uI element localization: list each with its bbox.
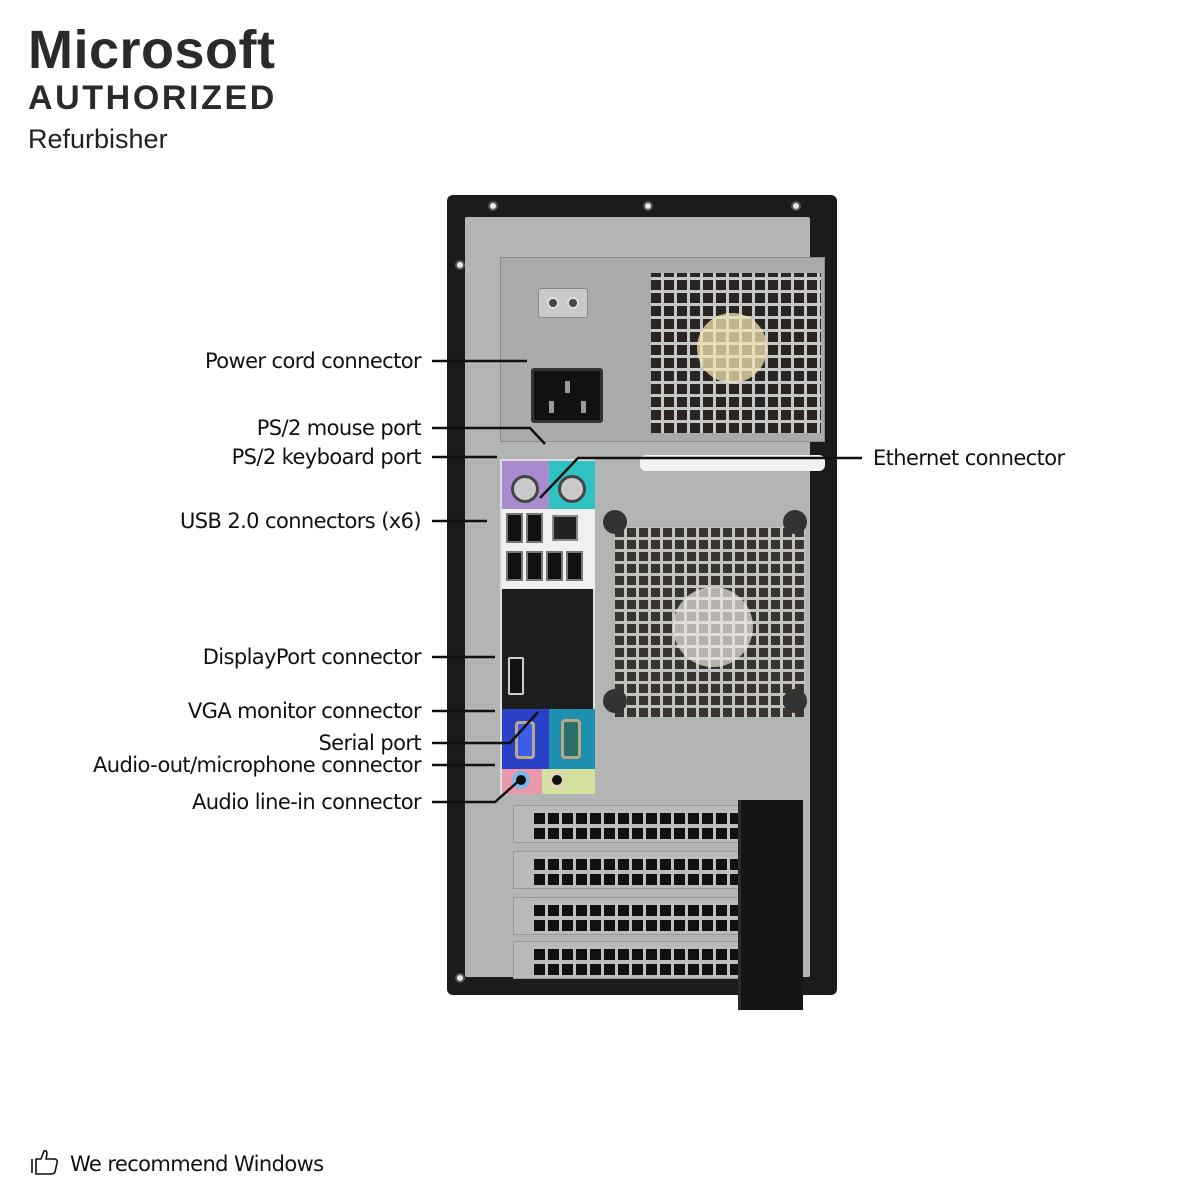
case-fan-hub — [673, 587, 753, 667]
audio-line-in-jack — [542, 769, 595, 794]
microsoft-authorized-refurbisher-logo: Microsoft AUTHORIZED Refurbisher — [28, 22, 277, 154]
power-supply-unit — [500, 257, 825, 442]
io-panel — [500, 459, 595, 794]
footer-text: We recommend Windows — [70, 1152, 324, 1176]
windows-recommendation: We recommend Windows — [30, 1148, 324, 1180]
label-audio-out-microphone-connector: Audio-out/microphone connector — [93, 753, 422, 777]
brand-refurbisher: Refurbisher — [28, 124, 168, 154]
usb-port — [566, 551, 583, 581]
serial-port — [549, 709, 595, 769]
label-power-cord-connector: Power cord connector — [204, 349, 422, 373]
service-tag-sticker — [640, 455, 825, 471]
expansion-slot-cover — [513, 805, 758, 843]
fan-mount-pad — [783, 689, 807, 713]
expansion-slot-cover — [513, 941, 758, 979]
fan-mount-pad — [603, 510, 627, 534]
usb-port — [526, 513, 543, 543]
psu-test-switch — [538, 288, 588, 318]
label-ps2-mouse-port: PS/2 mouse port — [256, 416, 422, 440]
usb-port — [526, 551, 543, 581]
ps2-mouse-port — [549, 461, 595, 509]
displayport-port — [508, 657, 524, 695]
label-ethernet-connector: Ethernet connector — [873, 446, 1065, 470]
card-retention-bracket — [738, 800, 803, 1010]
ps2-keyboard-port — [502, 461, 549, 509]
fan-mount-pad — [783, 510, 807, 534]
expansion-slot-cover — [513, 851, 758, 889]
label-vga-monitor-connector: VGA monitor connector — [187, 699, 422, 723]
brand-authorized: AUTHORIZED — [28, 79, 277, 117]
usb-port — [506, 513, 523, 543]
label-ps2-keyboard-port: PS/2 keyboard port — [231, 445, 422, 469]
fan-mount-pad — [603, 689, 627, 713]
audio-out-jack — [502, 769, 542, 794]
label-audio-line-in-connector: Audio line-in connector — [191, 790, 422, 814]
power-cord-socket — [531, 368, 603, 423]
ethernet-port — [552, 515, 578, 541]
label-displayport-connector: DisplayPort connector — [202, 645, 422, 669]
label-serial-port: Serial port — [318, 731, 421, 755]
expansion-slot-cover — [513, 897, 758, 935]
computer-case-rear — [447, 195, 837, 1010]
psu-fan-sticker — [697, 313, 767, 383]
label-usb-connectors: USB 2.0 connectors (x6) — [179, 509, 422, 533]
usb-port-group — [502, 509, 595, 589]
usb-port — [546, 551, 563, 581]
brand-microsoft: Microsoft — [28, 20, 276, 80]
usb-port — [506, 551, 523, 581]
thumbs-up-icon — [30, 1148, 60, 1180]
chassis-panel — [465, 217, 825, 1010]
vga-port — [502, 709, 549, 769]
